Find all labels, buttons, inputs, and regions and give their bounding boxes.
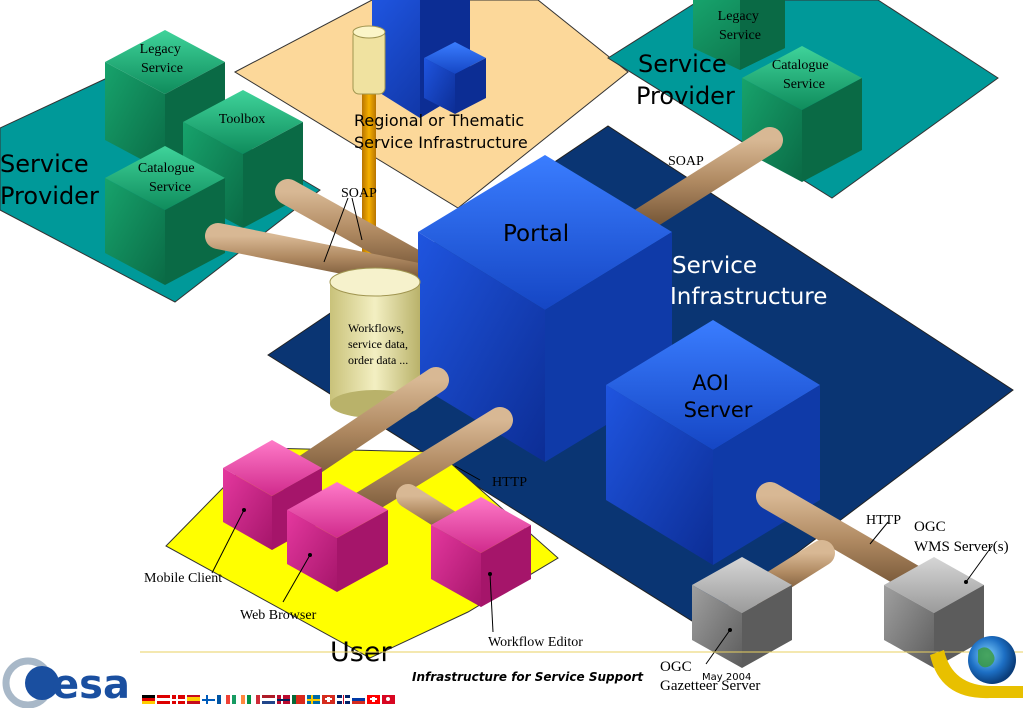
footer-title: Infrastructure for Service Support [412, 670, 644, 684]
gazetteer-server-label: OGC Gazetteer Server [660, 659, 760, 694]
toolbox-label: Toolbox [219, 112, 265, 127]
legacy-service-left-label: Legacy Service [140, 42, 185, 76]
catalogue-service-left-label: Catalogue Service [138, 161, 198, 195]
aoi-server-label: AOI Server [684, 371, 753, 422]
workflow-editor-label: Workflow Editor [488, 635, 583, 650]
esa-logo-text: esa [52, 662, 130, 708]
callout-dots [242, 508, 968, 632]
member-flags [142, 695, 395, 704]
regional-label: Regional or Thematic Service Infrastruct… [354, 111, 529, 152]
portal-label: Portal [503, 221, 569, 247]
web-browser-cube [287, 482, 388, 592]
workflow-editor-cube [431, 497, 531, 607]
legacy-service-cube-right [693, 0, 785, 70]
http-label-user: HTTP [492, 475, 527, 490]
soap-label-right: SOAP [668, 154, 704, 169]
regional-cube-small [424, 42, 486, 114]
gazetteer-server-cube [692, 557, 792, 668]
left-provider-label: Service Provider [0, 150, 99, 210]
catalogue-service-right-label: Catalogue Service [772, 58, 832, 92]
service-infrastructure-label: Service Infrastructure [670, 253, 827, 310]
footer-date: May 2004 [702, 672, 751, 683]
portal-cube [418, 155, 672, 462]
mobile-client-label: Mobile Client [144, 571, 222, 586]
aoi-server-cube [606, 320, 820, 565]
web-browser-label: Web Browser [240, 608, 317, 623]
globe-emblem [930, 636, 1023, 699]
wms-server-label: OGC WMS Server(s) [914, 519, 1009, 555]
right-provider-label: Service Provider [636, 50, 735, 110]
soap-pipe-right [627, 127, 783, 235]
esa-logo: esa [2, 657, 130, 708]
soap-label-left: SOAP [341, 186, 377, 201]
catalogue-service-cube-left [105, 146, 225, 285]
http-label-ogc: HTTP [866, 513, 901, 528]
database-label: Workflows, service data, order data ... [348, 321, 411, 367]
wms-server-cube [884, 557, 984, 668]
legacy-service-cube-left [105, 30, 225, 172]
legacy-service-right-label: Legacy Service [718, 9, 763, 43]
callout-lines [211, 197, 993, 665]
